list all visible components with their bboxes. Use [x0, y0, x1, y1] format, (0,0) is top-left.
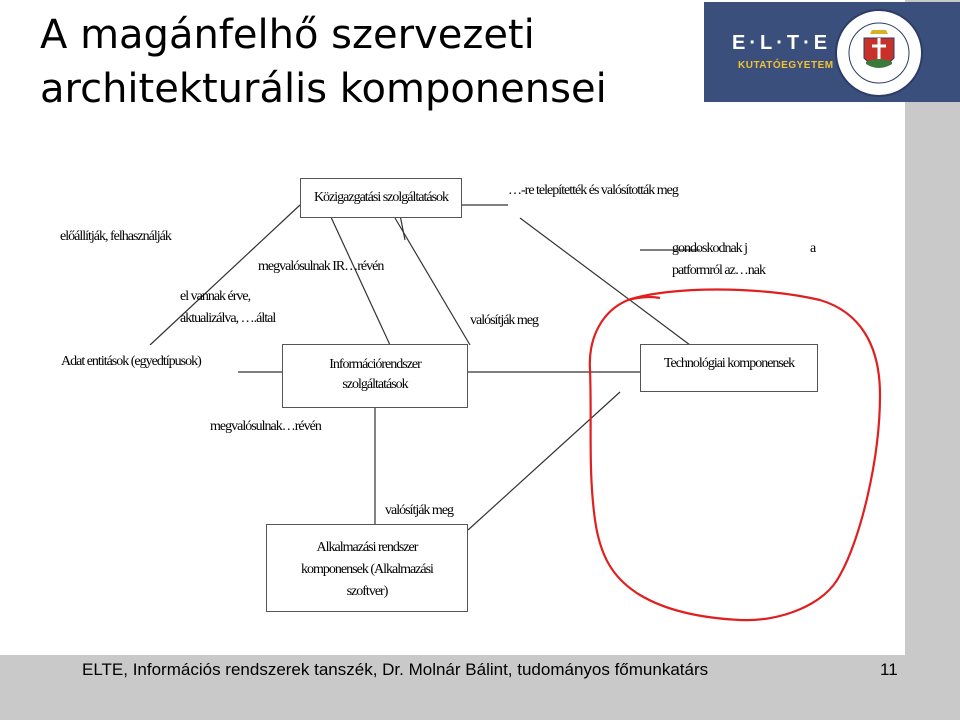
elte-logo: E·L·T·E KUTATÓEGYETEM [704, 2, 960, 102]
label-created-1: el vannak érve, [180, 289, 251, 304]
connector-public-to-is [399, 214, 406, 241]
app-line1: Alkalmazási rendszer [316, 540, 419, 555]
university-seal-icon [835, 9, 923, 97]
slide-right-band [905, 0, 960, 720]
label-produced: előállítják, felhasználják [60, 229, 172, 244]
tech-components-label: Technológiai komponensek [663, 356, 795, 371]
slide-title: A magánfelhő szervezeti architekturális … [40, 8, 700, 116]
logo-main-text: E·L·T·E [732, 32, 832, 54]
label-realize-1: valósítják meg [470, 313, 539, 328]
box-app-components: Alkalmazási rendszer komponensek (Alkalm… [266, 524, 468, 612]
label-realized-ir: megvalósulnak IR…révén [258, 259, 384, 274]
highlight-tail [627, 295, 661, 302]
title-line-1: A magánfelhő szervezeti [40, 12, 535, 58]
label-realize-2: valósítják meg [385, 503, 454, 518]
is-services-line1: Információrendszer [329, 357, 422, 372]
app-line3: szoftver) [346, 584, 389, 599]
page-number: 11 [880, 660, 898, 679]
slide-footer: ELTE, Információs rendszerek tanszék, Dr… [82, 660, 709, 679]
label-created-2: aktualizálva, ….által [180, 311, 276, 326]
box-data-entities: Adat entitások (egyedtípusok) [55, 345, 238, 381]
is-services-line2: szolgáltatások [342, 377, 408, 392]
label-maintained-1: gondoskodnak j [672, 241, 748, 256]
highlight-circle [588, 288, 882, 622]
slide-bottom-band [0, 655, 960, 720]
app-line2: komponensek (Alkalmazási [301, 562, 434, 577]
connector-realized-ir [329, 214, 391, 346]
public-services-label: Közigazgatási szolgáltatások [313, 190, 449, 205]
logo-sub-text: KUTATÓEGYETEM [738, 60, 834, 71]
box-public-services: Közigazgatási szolgáltatások [300, 178, 462, 218]
box-tech-components: Technológiai komponensek [640, 344, 818, 392]
box-is-services: Információrendszer szolgáltatások [282, 344, 468, 408]
label-deployed: …-re telepítették és valósították meg [508, 183, 679, 198]
connector-public-to-realize [394, 217, 471, 346]
connector-tech-to-app [467, 391, 621, 531]
label-maintained-a: a [810, 241, 816, 256]
label-maintained-2: patformról az…nak [672, 263, 766, 278]
title-line-2: architekturális komponensei [40, 66, 607, 112]
label-realized-2: megvalósulnak…révén [210, 419, 322, 434]
data-entities-label: Adat entitások (egyedtípusok) [61, 354, 202, 369]
connector-deployed-to-tech [519, 217, 691, 346]
connector-public-to-data [149, 204, 301, 346]
